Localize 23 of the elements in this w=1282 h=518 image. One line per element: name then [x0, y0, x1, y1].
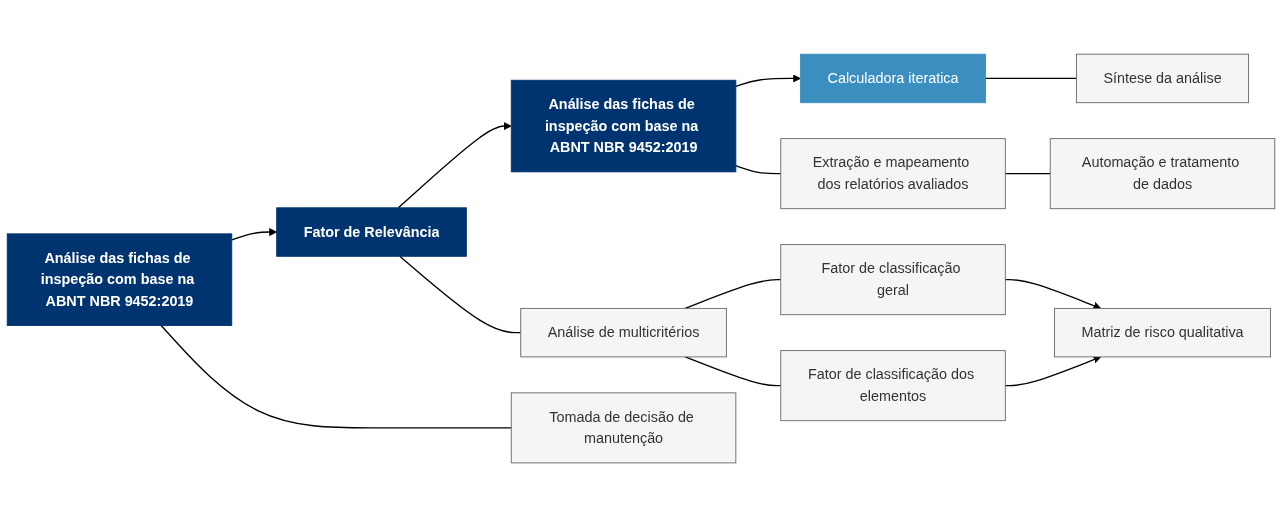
node-box: Calculadora iteratica — [800, 54, 986, 104]
node-box: Análise das fichas de inspeção com base na ABNT NBR 9452:2019 — [6, 233, 233, 327]
connector — [984, 78, 1078, 80]
arrow — [1004, 279, 1102, 310]
node-box: Tomada de decisão de manutenção — [510, 392, 737, 464]
node-box: Análise das fichas de inspeção com base na ABNT NBR 9452:2019 — [510, 80, 737, 173]
node-box: Automação e tratamento de dados — [1049, 138, 1276, 210]
node-box: Extração e mapeamento dos relatórios avaliados — [780, 138, 1006, 210]
connector — [399, 256, 522, 334]
node-box: Fator de Relevância — [276, 207, 467, 258]
node-box: Matriz de risco qualitativa — [1054, 308, 1271, 358]
node-box: Fator de classificação geral — [780, 244, 1006, 316]
node-box: Síntese da análise — [1076, 54, 1250, 104]
node-box: Análise de multicritérios — [520, 308, 727, 358]
arrow — [231, 228, 278, 242]
arrow — [1004, 356, 1102, 387]
node-box: Fator de classificação dos elementos — [780, 350, 1006, 422]
arrow — [735, 74, 801, 88]
connector — [1004, 173, 1051, 175]
connector — [684, 279, 782, 310]
connector — [735, 165, 782, 175]
arrow — [397, 122, 512, 209]
connector — [160, 325, 512, 429]
